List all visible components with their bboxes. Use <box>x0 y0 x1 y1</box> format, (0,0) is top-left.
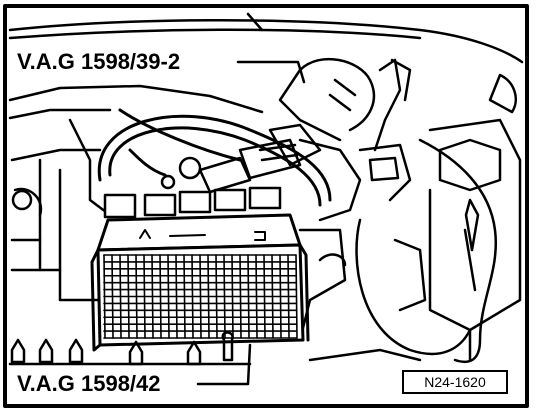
label-adapter-cable: V.A.G 1598/39-2 <box>14 50 184 74</box>
hood-edge <box>8 12 524 64</box>
socket-grid <box>103 254 298 339</box>
test-cable <box>97 108 332 207</box>
test-box <box>90 186 310 352</box>
adapter-connector <box>160 58 412 194</box>
ground-cable <box>355 138 498 364</box>
figure-code: N24-1620 <box>402 370 508 394</box>
label-test-box: V.A.G 1598/42 <box>14 372 164 396</box>
leader-lines <box>196 60 306 386</box>
connector-clips <box>8 331 252 366</box>
